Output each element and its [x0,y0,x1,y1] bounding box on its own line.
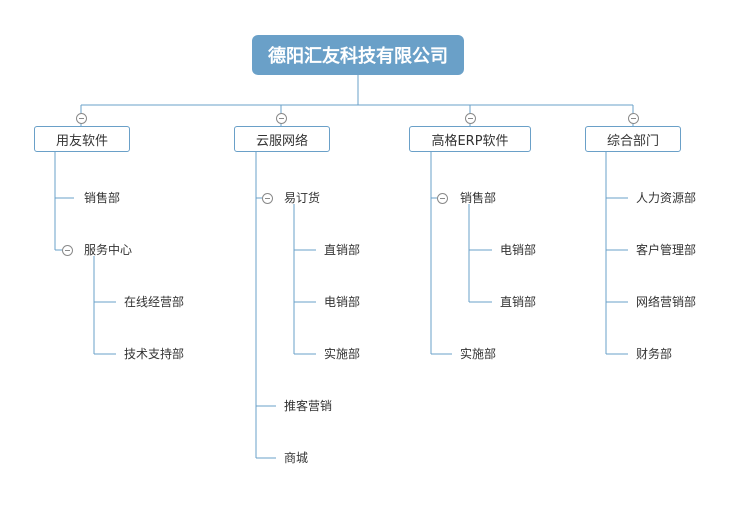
org-node[interactable]: 易订货 [284,191,321,205]
department-label: 云服网络 [255,133,308,149]
org-node[interactable]: 实施部 [460,347,497,361]
org-node[interactable]: 财务部 [636,347,673,361]
org-node[interactable]: 电销部 [324,295,361,309]
org-node[interactable]: 销售部 [84,191,121,205]
root-label: 德阳汇友科技有限公司 [268,46,448,67]
department-label: 用友软件 [55,133,108,149]
org-node[interactable]: 在线经营部 [124,295,185,309]
branch-line [255,152,276,459]
collapse-toggle-icon[interactable] [628,113,639,124]
collapse-toggle-icon[interactable] [437,193,448,204]
department-node[interactable]: 用友软件 [34,126,130,152]
org-node[interactable]: 推客营销 [284,399,333,413]
collapse-toggle-icon[interactable] [262,193,273,204]
org-node[interactable]: 人力资源部 [636,191,697,205]
org-node[interactable]: 实施部 [324,347,361,361]
org-node[interactable]: 电销部 [500,243,537,257]
org-node[interactable]: 直销部 [500,295,537,309]
org-node[interactable]: 服务中心 [84,243,133,257]
branch-line [54,152,74,251]
org-node[interactable]: 技术支持部 [124,347,185,361]
department-label: 高格ERP软件 [431,133,509,149]
branch-line [93,256,116,355]
collapse-toggle-icon[interactable] [62,245,73,256]
branch-line [430,152,452,355]
collapse-toggle-icon[interactable] [465,113,476,124]
root-node[interactable]: 德阳汇友科技有限公司 [252,35,464,75]
branch-line [293,204,316,355]
department-node[interactable]: 高格ERP软件 [409,126,531,152]
branch-line [605,152,628,355]
org-node[interactable]: 商城 [284,451,309,465]
org-node[interactable]: 网络营销部 [636,295,697,309]
department-node[interactable]: 云服网络 [234,126,330,152]
department-node[interactable]: 综合部门 [585,126,681,152]
org-node[interactable]: 客户管理部 [636,243,697,257]
branch-line [468,204,492,303]
department-label: 综合部门 [606,133,659,149]
org-node[interactable]: 直销部 [324,243,361,257]
collapse-toggle-icon[interactable] [76,113,87,124]
org-node[interactable]: 销售部 [460,191,497,205]
collapse-toggle-icon[interactable] [276,113,287,124]
